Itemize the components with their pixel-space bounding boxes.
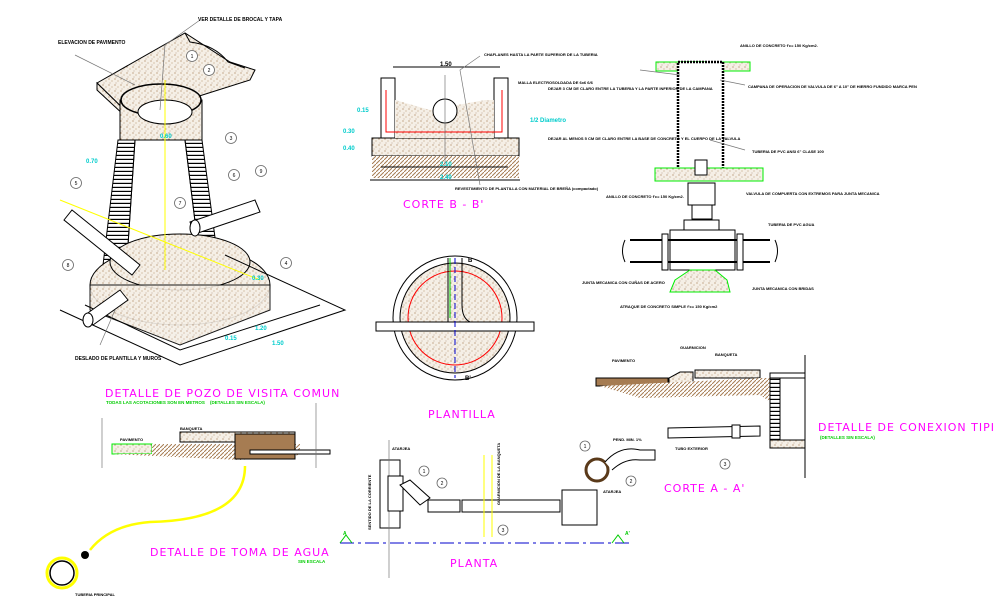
dim-0-40: 0.40 bbox=[343, 146, 355, 152]
label-claro-tuberia: DEJAR 3 CM DE CLARO ENTRE LA TUBERIA Y L… bbox=[548, 86, 713, 91]
cut-a-prime-label: A' bbox=[625, 531, 630, 537]
dim-0-15: 0.15 bbox=[225, 336, 237, 342]
planta-title: PLANTA bbox=[450, 557, 498, 570]
toma-title: DETALLE DE TOMA DE AGUA bbox=[150, 546, 330, 559]
callout-9: 9 bbox=[260, 169, 263, 175]
label-atraque: ATRAQUE DE CONCRETO SIMPLE f'c= 150 Kg/c… bbox=[620, 304, 718, 309]
label-malla: MALLA ELECTROSOLDADA DE 6x6 6/6 bbox=[518, 80, 594, 85]
label-tuberia-principal: TUBERIA PRINCIPAL bbox=[75, 592, 116, 597]
callout-5: 5 bbox=[75, 181, 78, 187]
dim-0-30: 0.30 bbox=[343, 129, 355, 135]
dim-0-70: 0.70 bbox=[86, 159, 98, 165]
label-guarnicion-banqueta: GUARNICION DE LA BANQUETA bbox=[496, 443, 501, 505]
dim-1-20: 1.20 bbox=[255, 326, 267, 332]
cut-b-prime-label: B' bbox=[465, 376, 471, 382]
label-elevacion-pavimento: ELEVACION DE PAVIMENTO bbox=[58, 40, 126, 46]
callout-1: 1 bbox=[191, 54, 194, 60]
label-plantilla-muros: DESLADO DE PLANTILLA Y MUROS bbox=[75, 356, 162, 362]
label-atarjea-left: ATARJEA bbox=[392, 446, 410, 451]
label-ver-detalle: VER DETALLE DE BROCAL Y TAPA bbox=[198, 17, 283, 23]
label-atarjea-right: ATARJEA bbox=[603, 489, 621, 494]
callout-6: 6 bbox=[233, 173, 236, 179]
cut-b-label: B bbox=[468, 258, 473, 264]
label-tuberia-pvc: TUBERIA DE PVC ANSI 6" CLASE 100 bbox=[752, 149, 825, 154]
label-pavimento-conexion: PAVIMENTO bbox=[612, 358, 635, 363]
planta-callout-1: 1 bbox=[423, 469, 426, 475]
label-anillo-top: ANILLO DE CONCRETO f'c= 150 Kg/cm2. bbox=[740, 43, 818, 48]
conexion-callout-3: 3 bbox=[724, 462, 727, 468]
callout-4: 4 bbox=[285, 261, 288, 267]
label-anillo-bottom: ANILLO DE CONCRETO f'c= 150 Kg/cm2. bbox=[606, 194, 684, 199]
label-claro-base: DEJAR AL MENOS 5 CM DE CLARO ENTRE LA BA… bbox=[548, 136, 741, 141]
label-revestimiento: REVESTIMIENTO DE PLANTILLA CON MATERIAL … bbox=[455, 186, 599, 191]
manhole-title: DETALLE DE POZO DE VISITA COMUN bbox=[105, 387, 340, 400]
callout-3: 3 bbox=[230, 136, 233, 142]
plantilla-title: PLANTILLA bbox=[428, 408, 496, 421]
dim-1-50: 1.50 bbox=[440, 62, 452, 68]
label-sentido-corriente: SENTIDO DE LA CORRIENTE bbox=[367, 474, 372, 530]
label-tubo-exterior: TUBO EXTERIOR bbox=[675, 446, 708, 451]
label-junta-mecanica-left: JUNTA MECANICA CON CUÑAS DE ACERO bbox=[582, 280, 665, 285]
callout-8: 8 bbox=[67, 263, 70, 269]
dim-2-10: 2.10 bbox=[440, 162, 452, 168]
label-valvula: VALVULA DE COMPUERTA CON EXTREMOS PARA J… bbox=[746, 191, 880, 196]
label-guarnicion: GUARNICION bbox=[680, 345, 706, 350]
manhole-note-scale: (DETALLES SIN ESCALA) bbox=[210, 400, 265, 405]
label-tuberia-agua: TUBERIA DE PVC AGUA bbox=[768, 222, 814, 227]
conexion-note: (DETALLES SIN ESCALA) bbox=[820, 435, 875, 440]
dim-half-diameter: 1/2 Diametro bbox=[530, 118, 566, 124]
label-junta-mecanica-right: JUNTA MECANICA CON BRIDAS bbox=[752, 286, 814, 291]
corte-b-b-section: 1.50 2.10 2.40 0.15 0.30 0.40 1/2 Diamet… bbox=[343, 52, 599, 211]
toma-de-agua-detail: BANQUETA PAVIMENTO TUBERIA PRINCIPAL DET… bbox=[45, 426, 331, 597]
corte-aa-title: CORTE A - A' bbox=[664, 482, 745, 495]
corte-bb-title: CORTE B - B' bbox=[403, 198, 484, 211]
dim-1-50: 1.50 bbox=[272, 341, 284, 347]
callout-2: 2 bbox=[208, 68, 211, 74]
conexion-title: DETALLE DE CONEXION TIPICA bbox=[818, 421, 995, 434]
label-campana: CAMPANA DE OPERACION DE VALVULA DE 6" A … bbox=[748, 84, 917, 89]
toma-note: SIN ESCALA bbox=[298, 559, 326, 564]
dim-2-40: 2.40 bbox=[440, 175, 452, 181]
conexion-tipica-detail: 3 GUARNICION BANQUETA PAVIMENTO TUBO EXT… bbox=[595, 345, 995, 495]
plantilla-plan: B B' PLANTILLA bbox=[375, 255, 535, 421]
label-banqueta-conexion: BANQUETA bbox=[715, 352, 737, 357]
manhole-isometric-detail: 1 2 3 4 5 6 7 8 9 VER DETALLE DE BROCAL … bbox=[58, 17, 347, 405]
callout-7: 7 bbox=[179, 201, 182, 207]
planta-callout-3: 3 bbox=[502, 528, 505, 534]
label-pendiente: PEND. MIN. 1% bbox=[613, 437, 642, 442]
planta-callout-2: 2 bbox=[441, 481, 444, 487]
planta-callout-1b: 1 bbox=[584, 444, 587, 450]
cut-a-label: A bbox=[343, 531, 347, 537]
planta-plan: 1 2 3 1 2 ATARJEA SENTIDO DE LA CORRIENT… bbox=[339, 437, 656, 578]
label-pavimento: PAVIMENTO bbox=[120, 437, 143, 442]
label-banqueta: BANQUETA bbox=[180, 426, 202, 431]
planta-callout-2b: 2 bbox=[630, 479, 633, 485]
valve-box-detail: ANILLO DE CONCRETO f'c= 150 Kg/cm2. CAMP… bbox=[548, 43, 917, 309]
dim-0-60: 0.60 bbox=[160, 134, 172, 140]
dim-0-30: 0.30 bbox=[252, 276, 264, 282]
manhole-note-units: TODAS LAS ACOTACIONES SON EN METROS bbox=[106, 400, 205, 405]
label-chaflanes: CHAFLANES HASTA LA PARTE SUPERIOR DE LA … bbox=[484, 52, 598, 57]
dim-0-15: 0.15 bbox=[357, 108, 369, 114]
